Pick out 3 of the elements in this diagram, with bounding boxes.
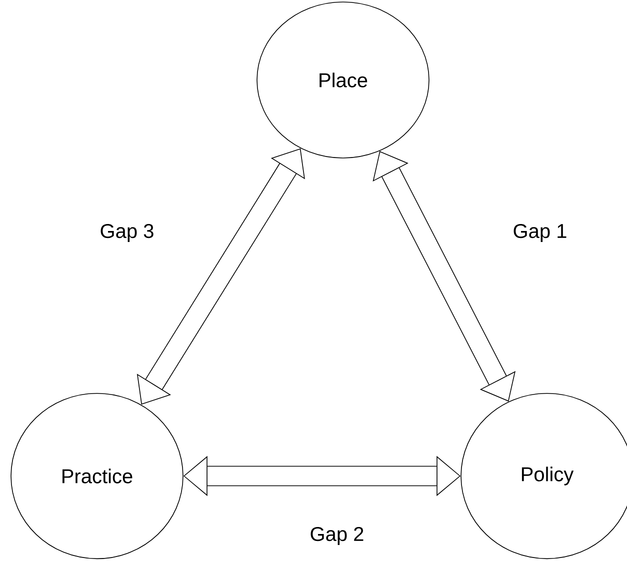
edge-label: Gap 3: [100, 224, 154, 242]
edge-label: Gap 2: [310, 526, 364, 546]
edge-label: Gap 1: [514, 224, 566, 242]
